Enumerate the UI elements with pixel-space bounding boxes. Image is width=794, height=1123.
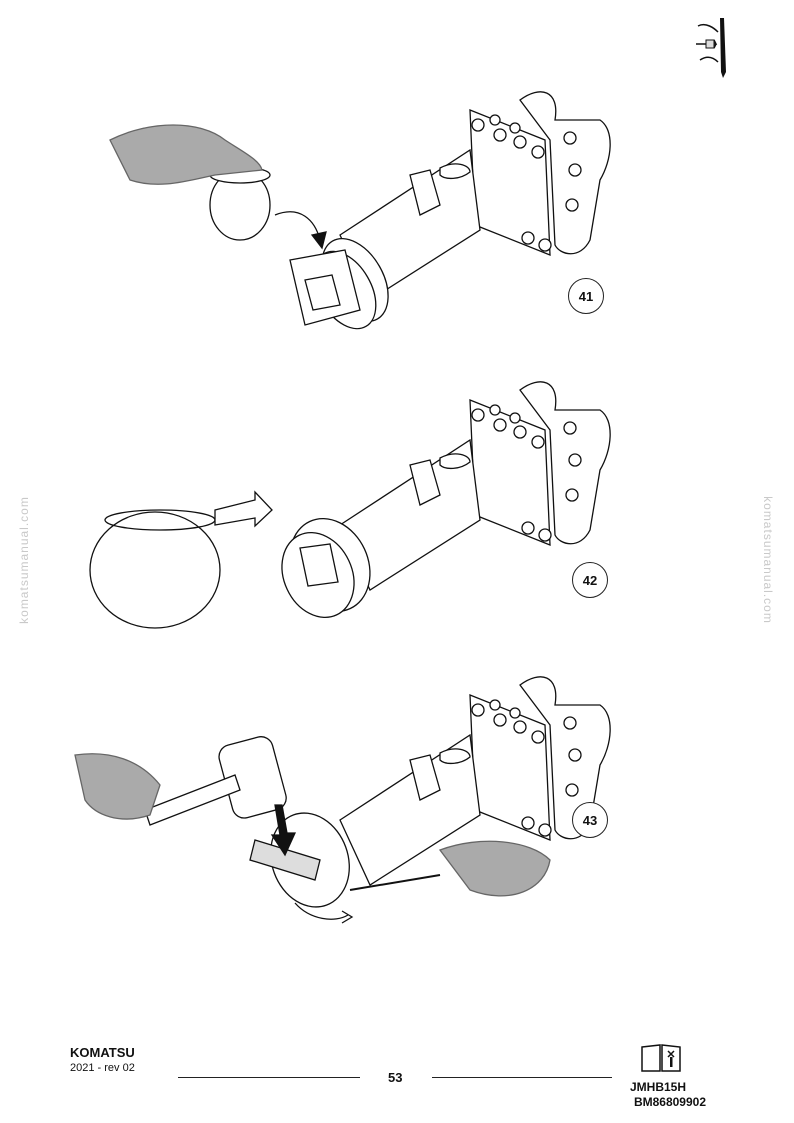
figure-42-drawing (89, 381, 611, 629)
lubrication-icon (690, 12, 750, 87)
page-number: 53 (388, 1070, 403, 1085)
figure-43-drawing (74, 676, 611, 924)
footer-model: JMHB15H (629, 1080, 686, 1094)
figure-41-drawing (109, 91, 611, 330)
figure-number: 42 (572, 562, 608, 598)
footer-date-rev: 2021 - rev 02 (70, 1062, 135, 1074)
manual-book-icon (640, 1043, 682, 1078)
figure-number: 41 (568, 278, 604, 314)
figure-42: 42 (0, 370, 794, 660)
figure-number: 43 (572, 802, 608, 838)
footer-code: BM86809902 (633, 1095, 706, 1109)
figure-43: 43 (0, 665, 794, 945)
figure-41: 41 (0, 80, 794, 350)
footer-rule-left (178, 1077, 360, 1078)
footer-brand: KOMATSU (70, 1045, 135, 1060)
footer-rule-right (432, 1077, 612, 1078)
